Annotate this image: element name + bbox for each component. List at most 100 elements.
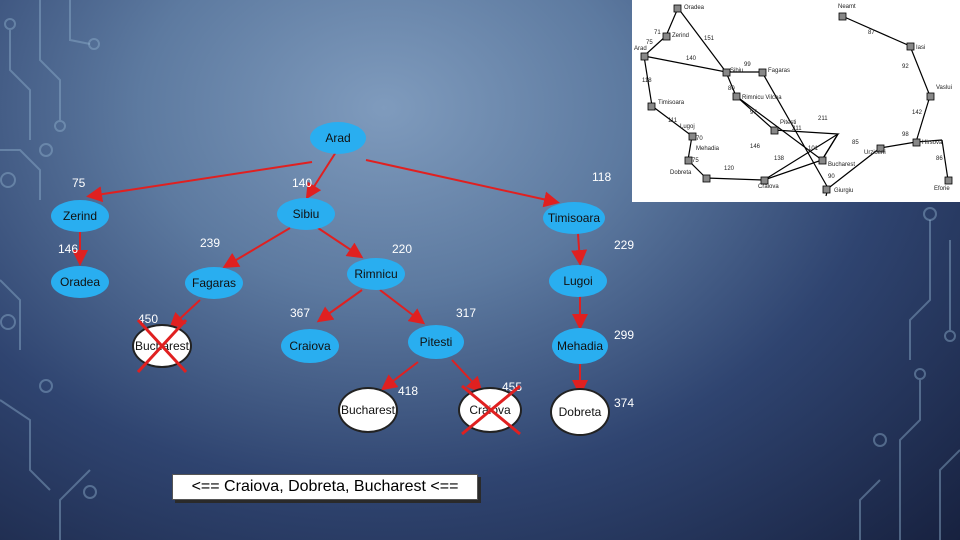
city-craiova-marker	[760, 176, 769, 185]
map-label-dobreta: Dobreta	[670, 170, 692, 176]
cost-bucharest2: 418	[398, 384, 419, 398]
city-iasi-marker	[906, 42, 915, 51]
city-timisoara-marker	[647, 102, 656, 111]
node-dobreta: Dobreta	[550, 388, 610, 436]
node-pitesti: Pitesti	[408, 325, 464, 359]
cost-bucharest1: 450	[138, 312, 159, 326]
map-label-urziceni: Urziceni	[864, 150, 886, 156]
city-giurgiu-marker	[822, 185, 831, 194]
city-arad-marker	[640, 52, 649, 61]
edge-rimnicu-craiova	[316, 289, 363, 323]
map-dist-3: 75	[646, 40, 653, 46]
edge-arad-timisoara	[365, 159, 560, 208]
map-dist-10: 111	[668, 118, 678, 124]
map-label-mehadia: Mehadia	[696, 146, 720, 152]
city-fagaras-marker	[758, 68, 767, 77]
map-dist-19: 98	[902, 132, 909, 138]
cost-pitesti: 317	[456, 306, 477, 320]
map-dist-20: 86	[936, 156, 943, 162]
cross-bucharest-b	[136, 318, 188, 374]
map-label-sibiu: Sibiu	[730, 68, 744, 74]
map-label-neamt: Neamt	[838, 4, 856, 10]
map-label-eforie: Eforie	[934, 186, 950, 192]
city-rimnicu-marker	[732, 92, 741, 101]
cost-oradea: 146	[58, 242, 79, 256]
city-mehadia-marker	[684, 156, 693, 165]
edge-timisoara-lugoi	[571, 233, 588, 266]
city-urziceni-marker	[876, 144, 885, 153]
map-dist-5: 99	[744, 62, 751, 68]
cross-craiova-b	[461, 384, 521, 436]
map-dist-18: 85	[852, 140, 859, 146]
node-rimnicu: Rimnicu	[347, 258, 405, 290]
map-dist-22: 92	[902, 64, 909, 70]
node-bucharest-goal: Bucharest	[338, 387, 398, 433]
map-label-iasi: Iasi	[916, 45, 926, 51]
map-dist-15: 75	[692, 158, 699, 164]
map-dist-13: 138	[774, 156, 785, 162]
city-oradea-marker	[673, 4, 682, 13]
map-dist-7: 80	[728, 86, 735, 92]
map-label-pitesti: Pitesti	[780, 120, 797, 126]
map-label-fagaras: Fagaras	[768, 68, 791, 74]
map-dist-24: 211	[792, 126, 802, 132]
city-lugoj-marker	[688, 132, 697, 141]
map-label-timisoara: Timisoara	[658, 100, 685, 106]
map-label-giurgiu: Giurgiu	[834, 188, 854, 194]
map-label-zerind: Zerind	[672, 33, 690, 39]
city-zerind-marker	[662, 32, 671, 41]
city-dobreta-marker	[702, 174, 711, 183]
map-dist-23: 87	[868, 30, 875, 36]
cost-zerind: 75	[72, 176, 86, 190]
cost-sibiu: 140	[292, 176, 313, 190]
romania-map: Oradea Zerind Arad Sibiu Fagaras Timisoa…	[632, 0, 960, 202]
map-label-bucharest: Bucharest	[828, 162, 856, 168]
node-timisoara: Timisoara	[543, 202, 605, 234]
map-dist-4: 140	[686, 56, 697, 62]
map-dist-17: 90	[828, 174, 835, 180]
map-label-craiova: Craiova	[758, 184, 779, 190]
map-dist-21: 142	[912, 110, 923, 116]
map-dist-9: 97	[750, 110, 757, 116]
map-dist-14: 70	[696, 136, 703, 142]
map-dist-16: 120	[724, 166, 735, 172]
edge-sibiu-rimnicu	[317, 227, 364, 259]
map-label-rimnicu: Rimnicu Vilcea	[742, 95, 782, 101]
map-dist-12: 101	[808, 146, 819, 152]
node-lugoi: Lugoi	[549, 265, 607, 297]
cost-rimnicu: 220	[392, 242, 413, 256]
node-sibiu: Sibiu	[277, 198, 335, 230]
edge-rimnicu-pitesti	[379, 289, 426, 325]
map-dist-6: 118	[642, 78, 652, 84]
cost-fagaras: 239	[200, 236, 221, 250]
edge-pitesti-craiova	[451, 359, 483, 393]
map-label-arad: Arad	[634, 46, 647, 52]
node-fagaras: Fagaras	[185, 267, 243, 299]
city-pitesti-marker	[770, 126, 779, 135]
map-label-oradea: Oradea	[684, 5, 705, 11]
node-craiova: Craiova	[281, 329, 339, 363]
map-dist-2: 151	[704, 36, 715, 42]
edge-arad-sibiu	[305, 151, 337, 200]
cost-craiova1: 367	[290, 306, 311, 320]
cost-timisoara: 118	[592, 170, 612, 184]
map-dist-8: 211	[818, 116, 828, 122]
node-mehadia: Mehadia	[552, 328, 608, 364]
map-dist-1: 71	[654, 30, 661, 36]
node-arad: Arad	[310, 122, 366, 154]
edge-fagaras-bucharest	[169, 299, 201, 329]
city-neamt-marker	[838, 12, 847, 21]
cost-dobreta: 374	[614, 396, 635, 410]
cost-mehadia: 299	[614, 328, 635, 342]
result-path-box: <== Craiova, Dobreta, Bucharest <==	[172, 474, 478, 500]
cost-lugoi: 229	[614, 238, 635, 252]
city-sibiu-marker	[722, 68, 731, 77]
map-dist-11: 146	[750, 144, 761, 150]
map-label-hirsova: Hirsova	[922, 140, 943, 146]
edge-pitesti-bucharest	[380, 361, 419, 391]
node-oradea: Oradea	[51, 266, 109, 298]
